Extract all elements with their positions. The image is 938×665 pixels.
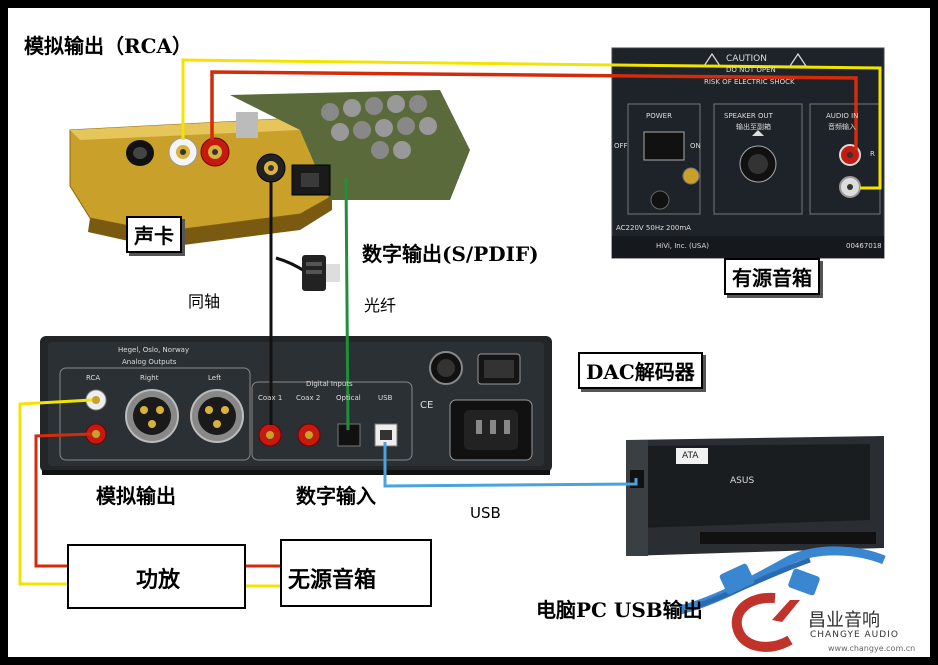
dac-analog-outputs-text: Analog Outputs <box>122 358 177 366</box>
dac-left-text: Left <box>208 374 222 382</box>
speaker-out-text: SPEAKER OUT <box>724 112 773 120</box>
logo-url: www.changye.com.cn <box>828 644 916 653</box>
usb-label: USB <box>470 504 501 522</box>
optical-cable <box>344 177 350 431</box>
speaker-off-text: OFF <box>614 142 628 150</box>
dac-ce-text: CE <box>420 400 434 411</box>
dac-coax2-text: Coax 2 <box>296 394 321 402</box>
optical-plug-image <box>275 255 340 291</box>
active-speaker-panel-image <box>611 47 885 259</box>
speaker-power-text: POWER <box>646 112 672 120</box>
dac-digital-inputs-text: Digital Inputs <box>306 380 353 388</box>
analog-rca-label: 模拟输出（RCA） <box>24 34 193 58</box>
dac-brand-text: Hegel, Oslo, Norway <box>118 346 190 354</box>
speaker-risk-text: RISK OF ELECTRIC SHOCK <box>704 78 795 86</box>
dac-coax1-text: Coax 1 <box>258 394 283 402</box>
speaker-rating-text: AC220V 50Hz 200mA <box>616 224 691 232</box>
amp-label: 功放 <box>136 567 181 593</box>
speaker-on-text: ON <box>690 142 701 150</box>
logo-name-en: CHANGYE AUDIO <box>810 630 899 640</box>
pc-hdd-image <box>626 436 886 615</box>
changye-logo-mark <box>731 592 800 652</box>
red-rca-cable <box>210 70 858 150</box>
speaker-audio-in-text: AUDIO IN <box>826 112 859 120</box>
coaxial-label: 同轴 <box>188 292 221 311</box>
speaker-serial-text: 00467018 <box>846 242 882 250</box>
sound-card-label: 声卡 <box>126 216 182 253</box>
amp-box <box>67 544 246 609</box>
speaker-do-not-open-text: DO NOT OPEN <box>726 66 776 74</box>
speaker-maker-text: HiVi, Inc. (USA) <box>656 242 709 250</box>
dac-back-panel-image <box>40 336 552 475</box>
dac-optical-text: Optical <box>336 394 361 402</box>
dac-usb-text: USB <box>378 394 393 402</box>
hdd-ata-text: ATA <box>682 451 699 461</box>
pc-usb-label: 电脑PC USB输出 <box>536 598 703 622</box>
dac-to-amp-yellow <box>18 398 93 586</box>
logo-name-cn: 昌业音响 <box>808 610 880 631</box>
sound-card-image <box>69 90 470 248</box>
dac-to-amp-red <box>34 432 93 568</box>
passive-speaker-label: 无源音箱 <box>288 567 377 593</box>
yellow-rca-cable <box>181 58 882 190</box>
usb-cable <box>383 442 638 488</box>
speaker-caution-text: CAUTION <box>726 54 767 64</box>
dac-rca-text: RCA <box>86 374 101 382</box>
digital-in-label: 数字输入 <box>296 484 376 508</box>
dac-right-text: Right <box>140 374 159 382</box>
analog-out-label: 模拟输出 <box>96 484 176 508</box>
active-speaker-label: 有源音箱 <box>724 258 820 295</box>
digital-spdif-label: 数字输出(S/PDIF) <box>362 242 539 266</box>
speaker-out-cn-text: 输出至副箱 <box>736 123 771 131</box>
dac-label: DAC解码器 <box>578 352 703 389</box>
speaker-audio-in-cn-text: 音频输入 <box>828 123 856 131</box>
hdd-brand-text: ASUS <box>730 476 755 486</box>
speaker-r-text: R <box>870 150 875 158</box>
passive-speaker-box <box>280 539 432 607</box>
optical-label: 光纤 <box>364 296 397 315</box>
